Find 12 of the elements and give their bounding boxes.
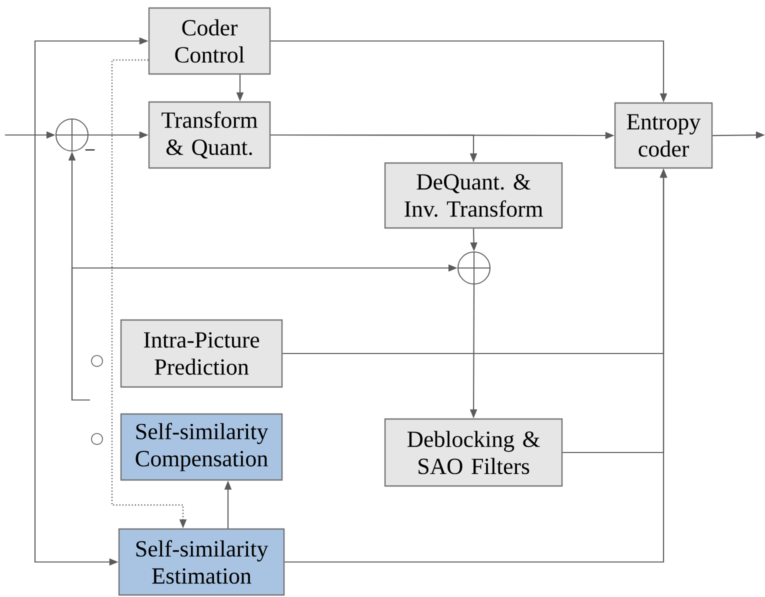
process-box: Self-similarity Compensation	[120, 413, 283, 481]
process-box: Deblocking & SAO Filters	[384, 418, 563, 487]
process-box: DeQuant. & Inv. Transform	[384, 162, 563, 229]
sign-label: −	[85, 149, 95, 150]
process-box: Coder Control	[148, 7, 271, 75]
process-box: Entropy coder	[614, 102, 713, 169]
process-box: Self-similarity Estimation	[118, 528, 285, 596]
process-box: Intra-Picture Prediction	[120, 319, 283, 388]
summing-junction	[458, 252, 490, 284]
process-box: Transform & Quant.	[148, 101, 271, 169]
switch-drawing	[91, 355, 103, 445]
summing-junction	[56, 118, 89, 152]
